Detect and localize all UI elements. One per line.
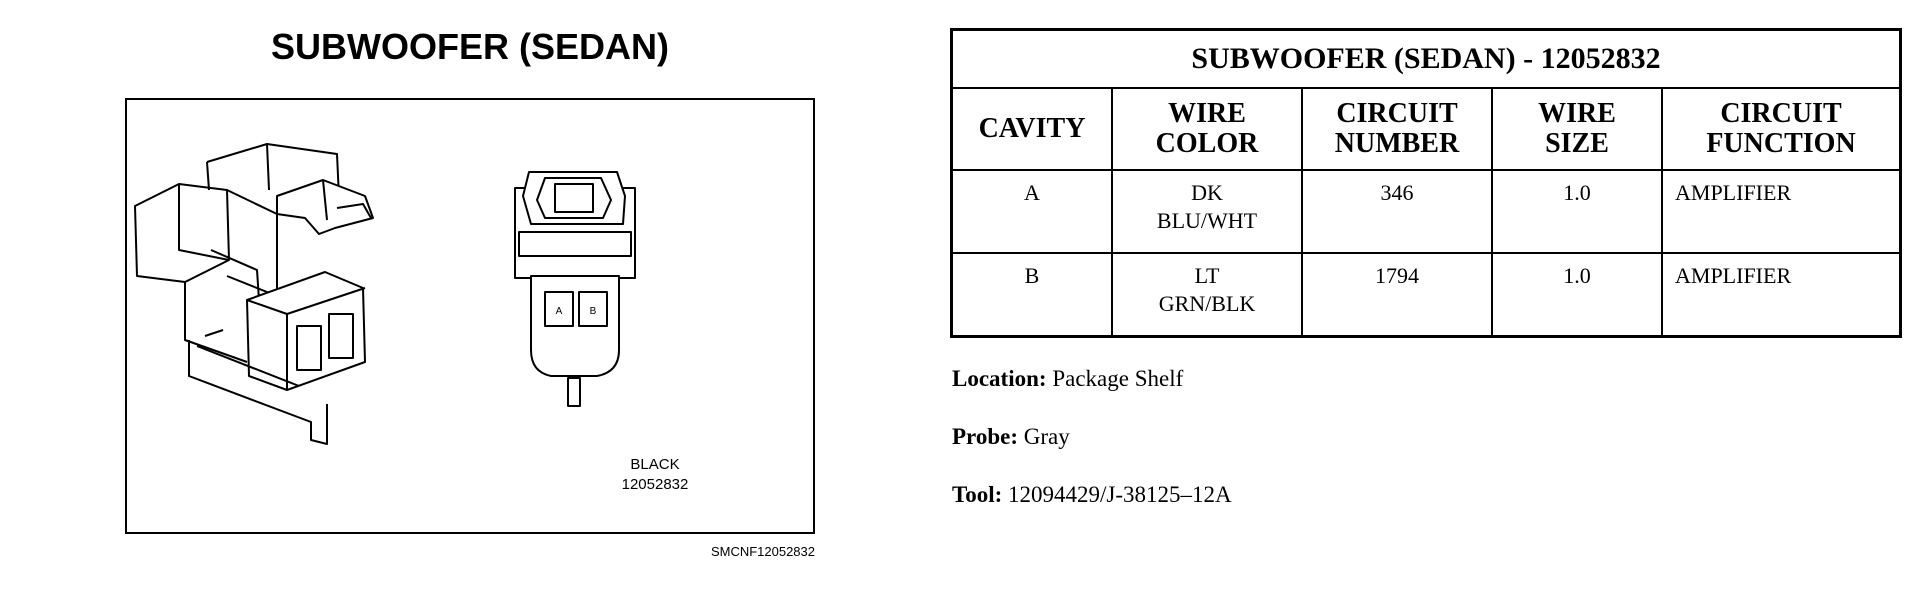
wire-color-line2: GRN/BLK xyxy=(1158,291,1256,316)
wire-color-line1: LT xyxy=(1194,263,1220,288)
table-row: A DK BLU/WHT 346 1.0 AMPLIFIER xyxy=(950,169,1902,254)
header-circuit-number-line2: NUMBER xyxy=(1334,128,1460,159)
circuit-number-cell: 346 xyxy=(1301,169,1493,254)
table-row: B LT GRN/BLK 1794 1.0 AMPLIFIER xyxy=(950,252,1902,338)
tool-value: 12094429/J-38125–12A xyxy=(1008,482,1232,507)
header-wire-size-line1: WIRE xyxy=(1538,98,1616,129)
header-wire-color: WIRE COLOR xyxy=(1111,87,1303,171)
circuit-function-cell: AMPLIFIER xyxy=(1661,169,1902,254)
table-header-row: CAVITY WIRE COLOR CIRCUIT NUMBER WIRE SI… xyxy=(950,87,1902,171)
probe-label: Probe: xyxy=(952,424,1019,449)
wire-color-line1: DK xyxy=(1191,180,1223,205)
header-wire-size-line2: SIZE xyxy=(1545,128,1609,159)
header-circuit-function: CIRCUIT FUNCTION xyxy=(1661,87,1902,171)
pinout-table: SUBWOOFER (SEDAN) - 12052832 CAVITY WIRE… xyxy=(950,28,1902,338)
connector-part-number: 12052832 xyxy=(621,476,689,493)
circuit-function-cell: AMPLIFIER xyxy=(1661,252,1902,338)
wire-size-cell: 1.0 xyxy=(1491,169,1663,254)
connector-drawing-frame: A B xyxy=(125,98,815,534)
header-circuit-function-line1: CIRCUIT xyxy=(1720,98,1842,129)
probe-line: Probe: Gray xyxy=(952,424,1070,450)
circuit-number-cell: 1794 xyxy=(1301,252,1493,338)
header-wire-color-line1: WIRE xyxy=(1168,98,1246,129)
probe-value: Gray xyxy=(1023,424,1070,449)
location-line: Location: Package Shelf xyxy=(952,366,1183,392)
header-wire-color-line2: COLOR xyxy=(1155,128,1259,159)
header-circuit-number-line1: CIRCUIT xyxy=(1336,98,1458,129)
header-cavity-text: CAVITY xyxy=(978,113,1086,144)
figure-id: SMCNF12052832 xyxy=(710,544,815,559)
location-value: Package Shelf xyxy=(1052,366,1184,391)
header-wire-size: WIRE SIZE xyxy=(1491,87,1663,171)
wire-color-cell: LT GRN/BLK xyxy=(1111,252,1303,338)
tool-label: Tool: xyxy=(952,482,1003,507)
header-circuit-function-line2: FUNCTION xyxy=(1706,128,1856,159)
cavity-label-a: A xyxy=(556,306,563,317)
wire-color-line2: BLU/WHT xyxy=(1156,208,1258,233)
wire-color-cell: DK BLU/WHT xyxy=(1111,169,1303,254)
connector-color-label: BLACK xyxy=(630,456,680,473)
table-title: SUBWOOFER (SEDAN) - 12052832 xyxy=(950,28,1902,89)
tool-line: Tool: 12094429/J-38125–12A xyxy=(952,482,1232,508)
header-circuit-number: CIRCUIT NUMBER xyxy=(1301,87,1493,171)
connector-title: SUBWOOFER (SEDAN) xyxy=(271,26,669,67)
location-label: Location: xyxy=(952,366,1047,391)
cavity-cell: B xyxy=(950,252,1113,338)
cavity-label-b: B xyxy=(590,306,597,317)
header-cavity: CAVITY xyxy=(950,87,1113,171)
cavity-cell: A xyxy=(950,169,1113,254)
connector-illustration: A B xyxy=(134,143,636,445)
wire-size-cell: 1.0 xyxy=(1491,252,1663,338)
